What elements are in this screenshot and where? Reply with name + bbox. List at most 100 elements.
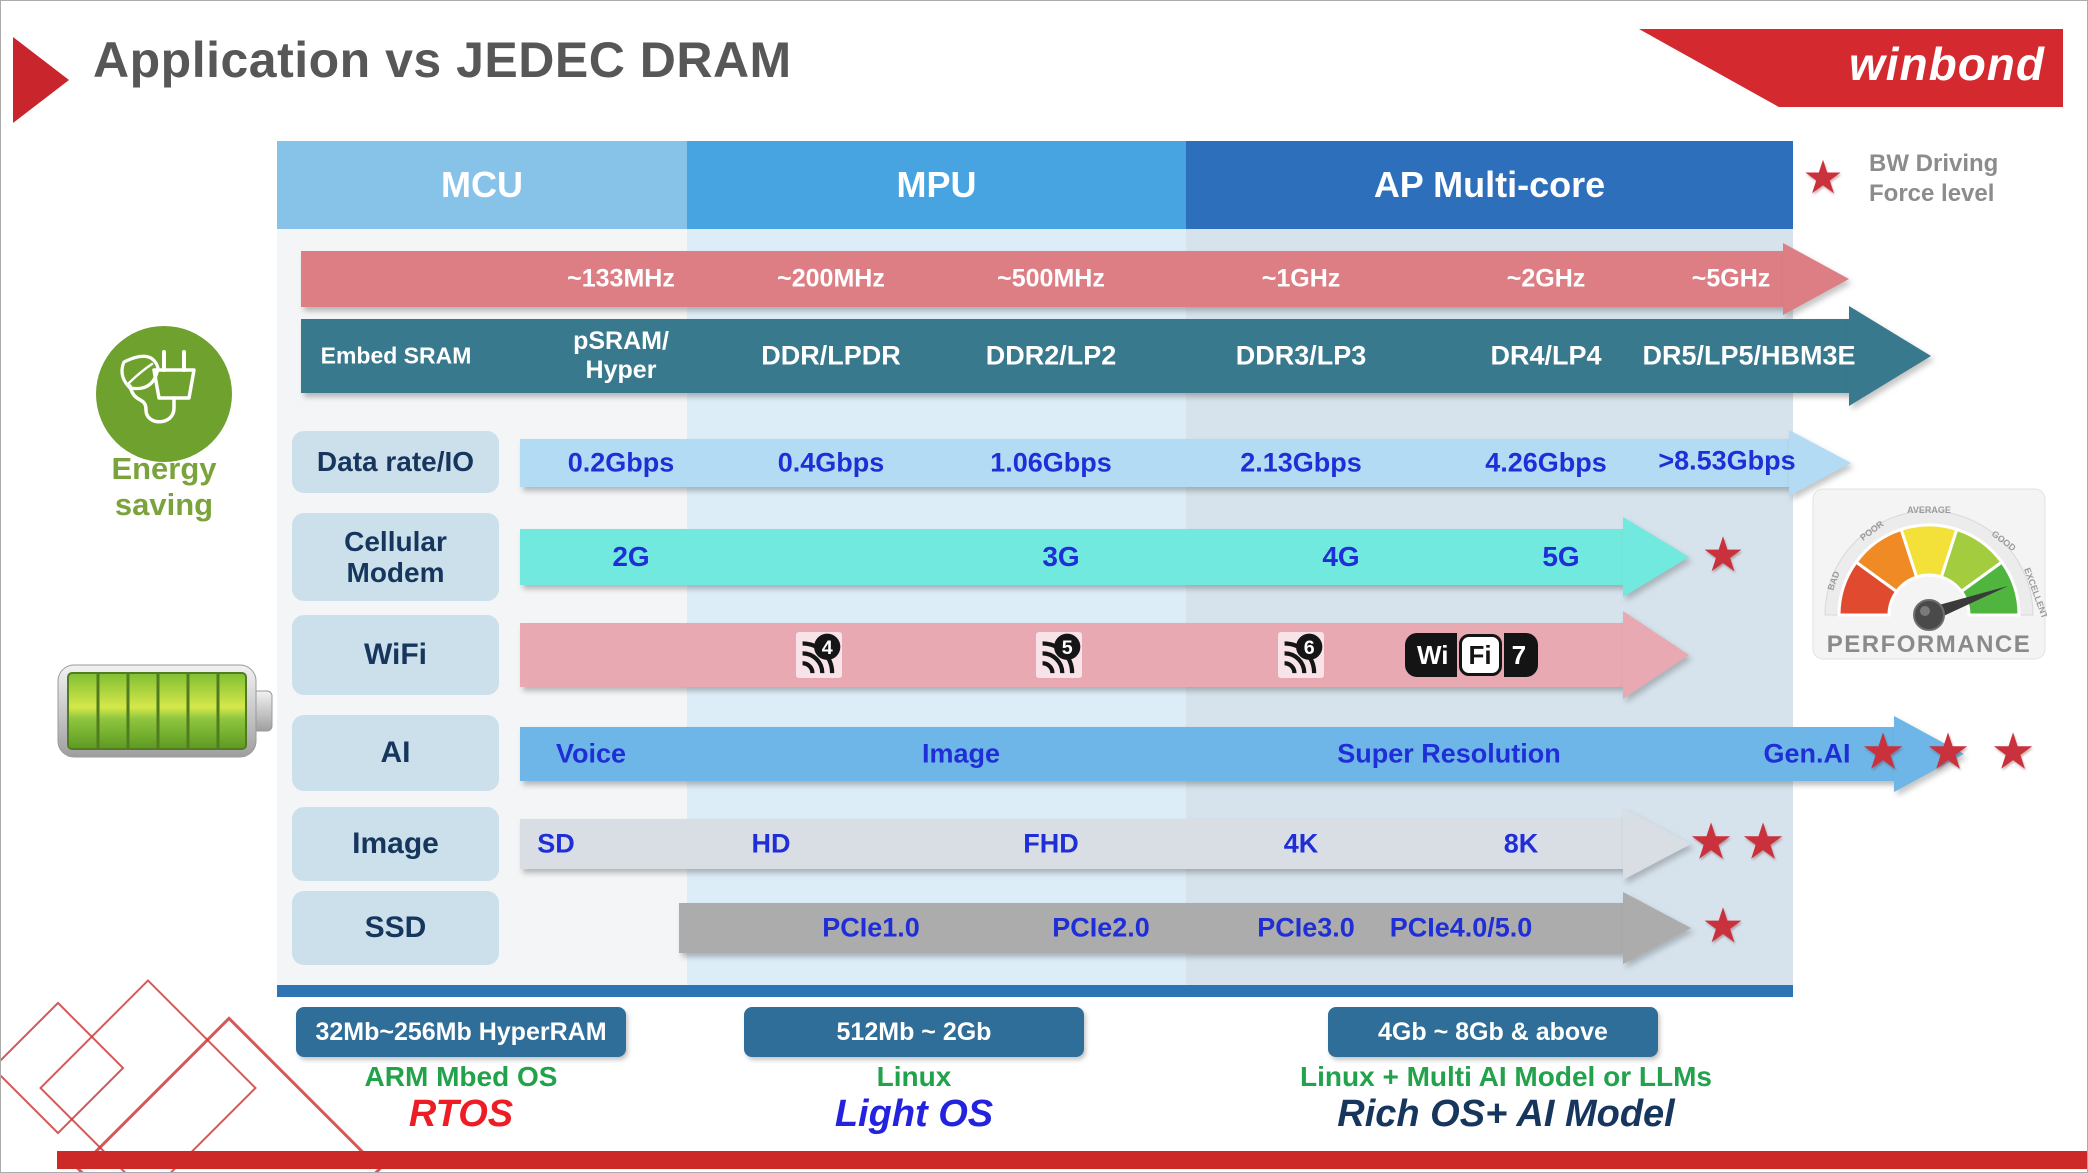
density-box-hyperram: 32Mb~256Mb HyperRAM — [296, 1007, 626, 1057]
cellular-arrow-head — [1623, 517, 1689, 597]
gauge-label: AVERAGE — [1907, 505, 1951, 515]
ai-arrow-head — [1894, 716, 1964, 792]
wifi-arrow-head — [1623, 611, 1689, 699]
freq-label: ~5GHz — [1691, 264, 1771, 293]
cellular-value: 2G — [612, 541, 650, 572]
memory-label: pSRAM/ Hyper — [573, 327, 669, 385]
legend-line2: Force level — [1869, 180, 1995, 207]
density-text: 32Mb~256Mb HyperRAM — [315, 1017, 607, 1046]
bw-star-icon: ★ — [1740, 813, 1786, 870]
gauge-needle-icon — [1926, 586, 2008, 622]
ssd-arrow-head — [1623, 892, 1691, 964]
row-label-text: Data rate/IO — [316, 446, 475, 478]
datarate-value: >8.53Gbps — [1658, 445, 1796, 476]
row-label-line1: Cellular — [344, 525, 447, 557]
os-mcu-line1: ARM Mbed OS — [364, 1061, 558, 1092]
frequency-arrow-head — [1783, 243, 1849, 315]
wifi4-number: 4 — [822, 637, 833, 659]
ssd-value: PCIe1.0 — [822, 912, 920, 943]
cellular-bar — [520, 529, 1623, 585]
energy-label-line1: Energy — [111, 451, 217, 486]
brand-logo: winbond — [1848, 38, 2045, 90]
row-label-ssd: SSD — [292, 891, 499, 965]
image-value: SD — [537, 828, 575, 859]
cellular-value: 4G — [1322, 541, 1360, 572]
frequency-arrow — [301, 251, 1783, 307]
density-box-high: 4Gb ~ 8Gb & above — [1328, 1007, 1658, 1057]
legend-star-icon: ★ — [1802, 150, 1844, 203]
wifi6-number: 6 — [1304, 637, 1315, 659]
row-label-text: SSD — [364, 911, 427, 945]
datarate-bar — [520, 439, 1789, 487]
density-text: 512Mb ~ 2Gb — [836, 1017, 992, 1046]
image-bar — [520, 819, 1623, 869]
page-title: Application vs JEDEC DRAM — [93, 32, 792, 88]
memory-label: DDR/LPDR — [761, 340, 901, 371]
freq-label: ~200MHz — [777, 264, 885, 293]
wifi4-icon: 4 — [796, 632, 842, 678]
ai-value: Image — [921, 738, 1001, 769]
gauge-title: PERFORMANCE — [1827, 631, 2032, 658]
bw-star-icon: ★ — [1688, 813, 1734, 870]
memory-label: DDR2/LP2 — [985, 340, 1117, 371]
memory-label: DR5/LP5/HBM3E — [1642, 340, 1856, 371]
image-value: 8K — [1503, 828, 1539, 859]
title-accent-icon — [13, 37, 69, 123]
legend-label: BW Driving Force level — [1869, 149, 1998, 209]
datarate-value: 4.26Gbps — [1485, 447, 1607, 478]
density-text: 4Gb ~ 8Gb & above — [1378, 1017, 1608, 1046]
wifi7-wi: Wi — [1405, 633, 1457, 677]
bw-star-icon: ★ — [1701, 899, 1745, 953]
datarate-arrow-head — [1789, 430, 1851, 496]
freq-label: ~500MHz — [997, 264, 1105, 293]
bw-star-icon: ★ — [1925, 723, 1971, 780]
ssd-bar — [679, 903, 1623, 953]
memory-label: Embed SRAM — [320, 342, 472, 369]
row-label-ai: AI — [292, 715, 499, 791]
row-label-text: Image — [352, 827, 439, 861]
ssd-value: PCIe2.0 — [1052, 912, 1150, 943]
datarate-value: 0.4Gbps — [777, 447, 885, 478]
datarate-value: 1.06Gbps — [990, 447, 1112, 478]
ssd-value: PCIe3.0 — [1257, 912, 1355, 943]
image-value: HD — [751, 828, 791, 859]
os-mpu-line1: Linux — [876, 1061, 952, 1092]
row-label-image: Image — [292, 807, 499, 881]
header-mcu: MCU — [277, 141, 687, 229]
row-label-wifi: WiFi — [292, 615, 499, 695]
datarate-value: 2.13Gbps — [1240, 447, 1362, 478]
cellular-value: 5G — [1542, 541, 1580, 572]
wifi6-icon: 6 — [1278, 632, 1324, 678]
wifi5-number: 5 — [1062, 637, 1073, 659]
row-label-cellular: Cellular Modem — [292, 513, 499, 601]
image-value: FHD — [1023, 828, 1079, 859]
memory-label-line2: Hyper — [585, 356, 657, 384]
ai-value: Voice — [555, 738, 627, 769]
ai-bar — [520, 727, 1894, 781]
memory-label-line1: pSRAM/ — [573, 327, 669, 355]
bottom-divider — [277, 985, 1793, 997]
os-mcu-line2: RTOS — [408, 1093, 514, 1135]
os-ap-line1: Linux + Multi AI Model or LLMs — [1300, 1061, 1712, 1092]
os-mpu-line2: Light OS — [834, 1093, 994, 1135]
row-label-datarate: Data rate/IO — [292, 431, 499, 493]
bw-star-icon: ★ — [1860, 723, 1906, 780]
density-box-mid: 512Mb ~ 2Gb — [744, 1007, 1084, 1057]
image-value: 4K — [1283, 828, 1319, 859]
os-ap-line2: Rich OS+ AI Model — [1337, 1093, 1675, 1135]
energy-label-line2: saving — [114, 487, 214, 522]
header-mpu: MPU — [687, 141, 1186, 229]
brand-banner: winbond — [1639, 29, 2063, 107]
row-label-line2: Modem — [346, 557, 445, 588]
wifi7-number: 7 — [1503, 633, 1539, 677]
memory-arrow-head — [1849, 306, 1931, 406]
datarate-value: 0.2Gbps — [567, 447, 675, 478]
image-arrow-head — [1623, 808, 1691, 880]
header-ap: AP Multi-core — [1186, 141, 1793, 229]
legend-line1: BW Driving — [1869, 150, 1999, 177]
wifi7-logo-icon: Wi Fi 7 — [1405, 633, 1539, 677]
gauge-seg-excellent — [1959, 560, 2021, 617]
freq-label: ~1GHz — [1261, 264, 1341, 293]
bottom-accent-bar — [57, 1151, 2087, 1169]
